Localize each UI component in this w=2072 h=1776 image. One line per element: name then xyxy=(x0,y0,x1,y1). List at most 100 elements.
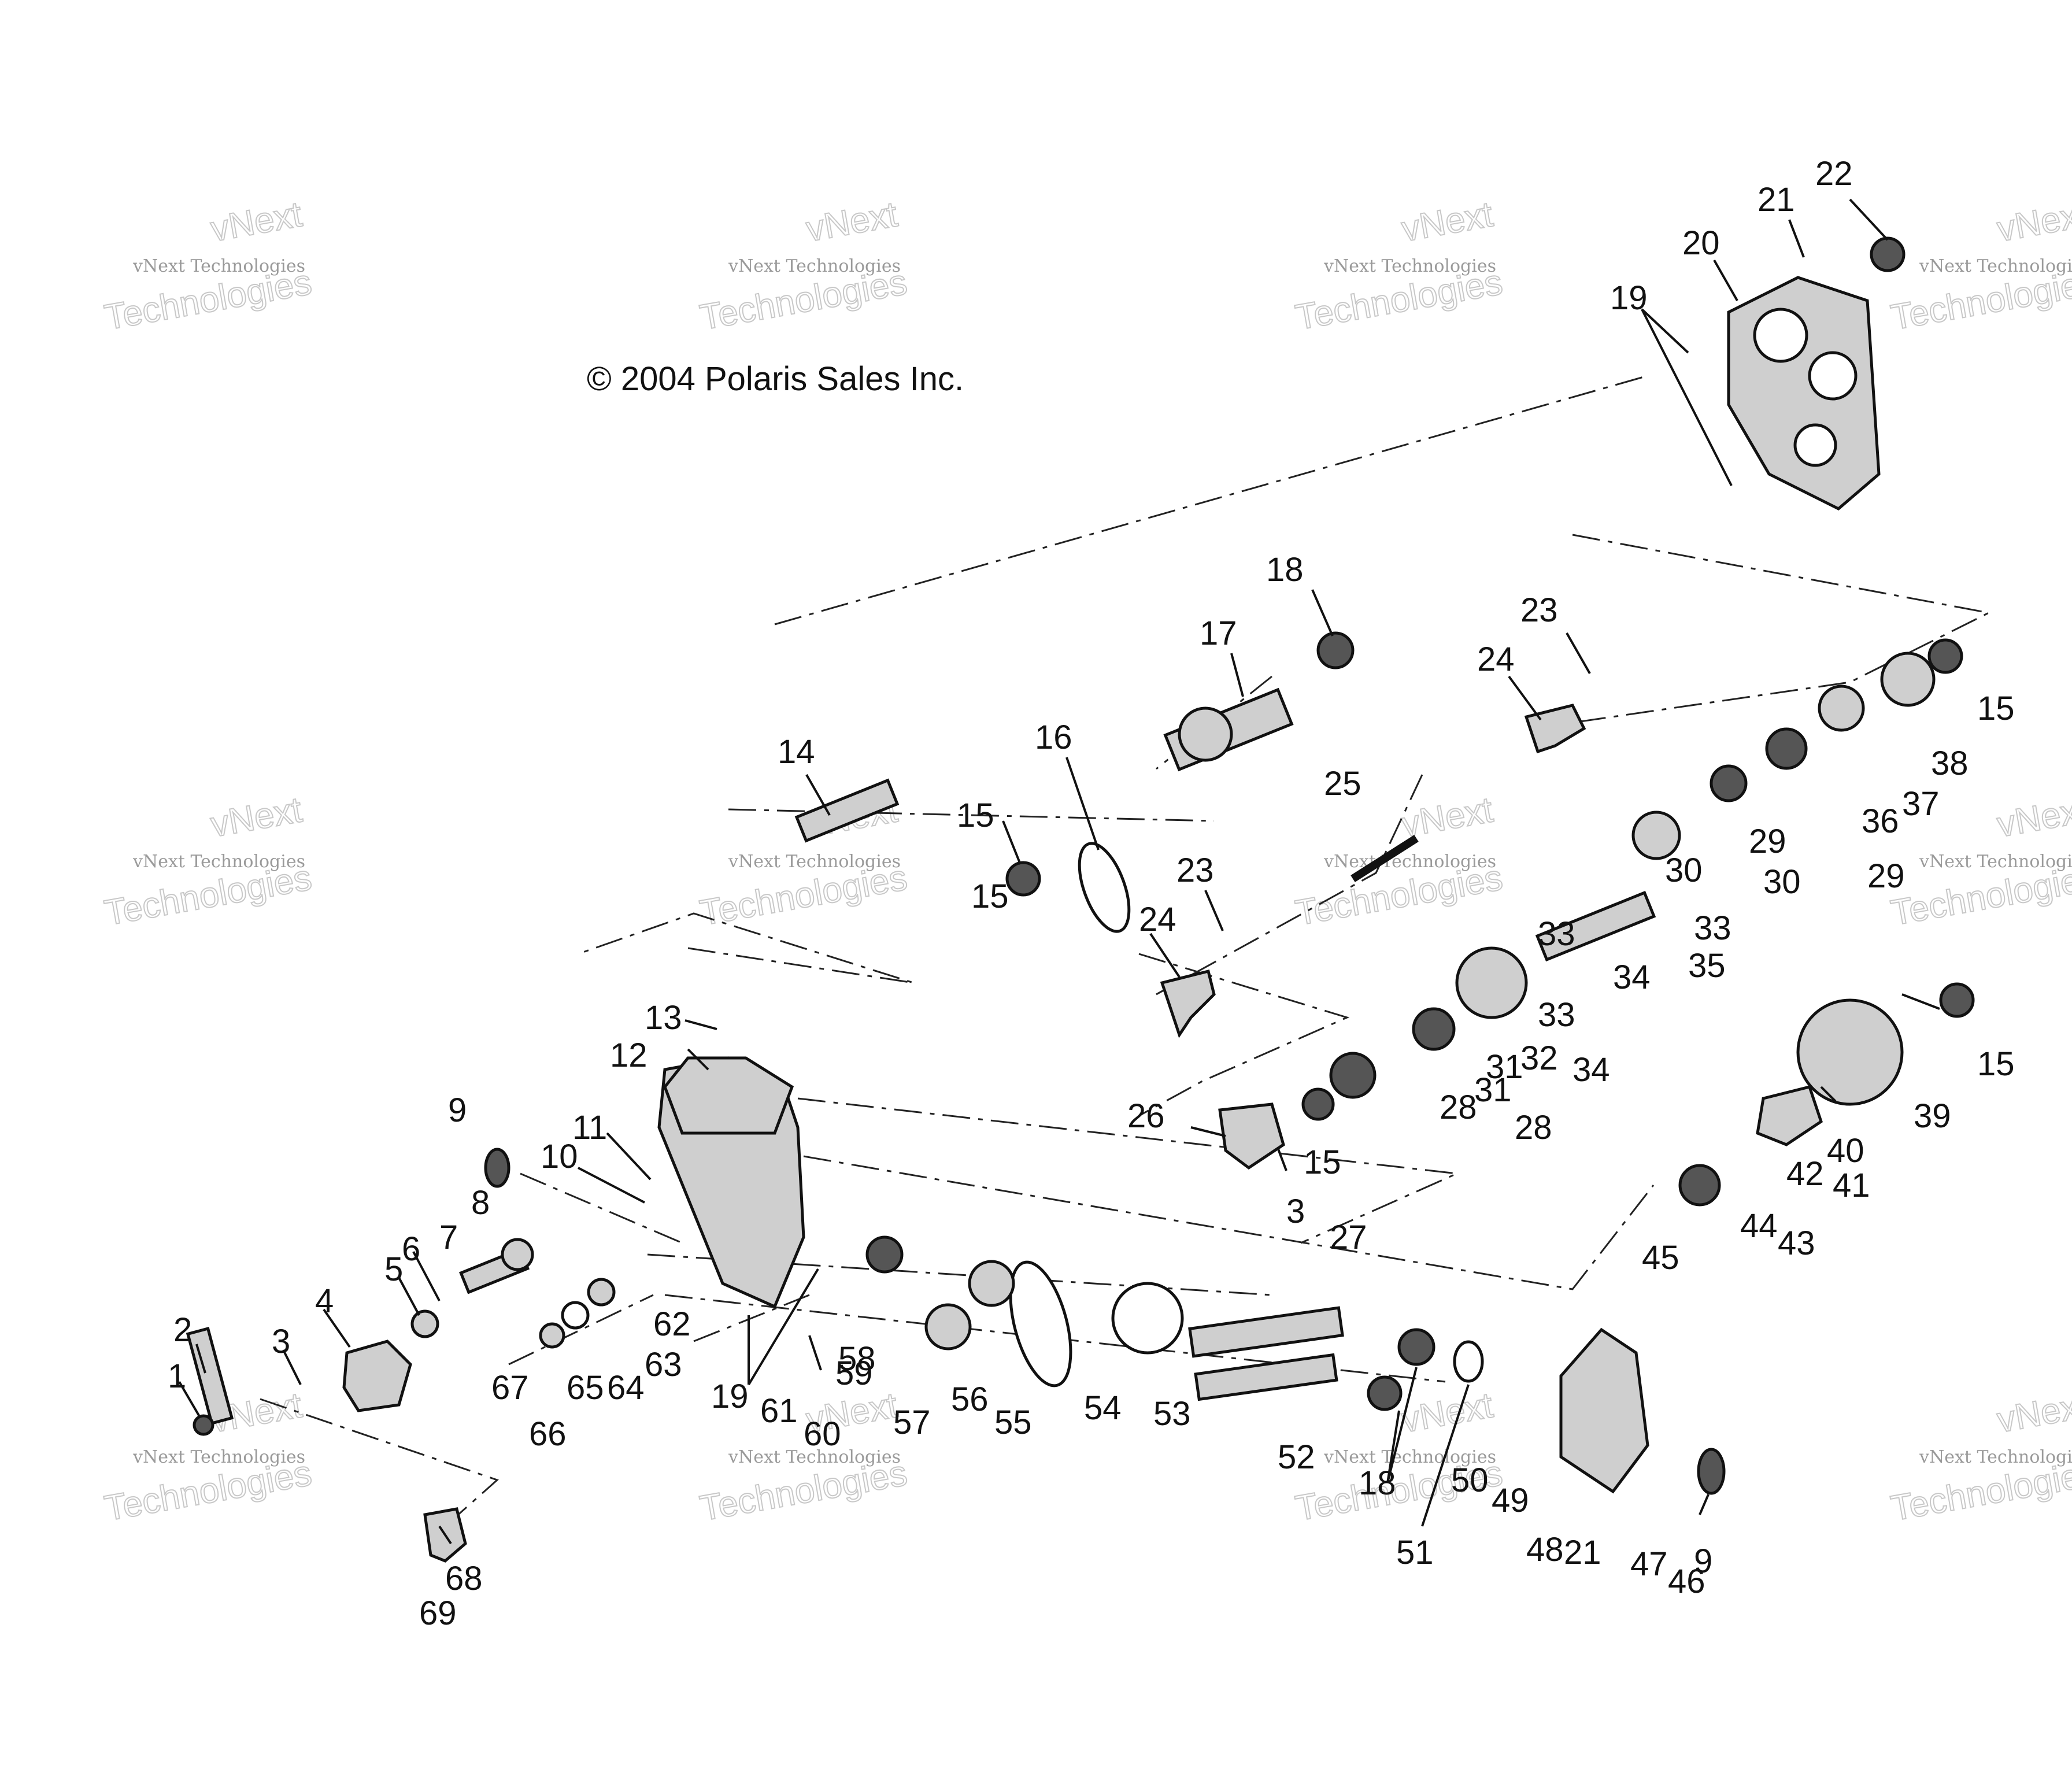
callout-number: 7 xyxy=(439,1219,458,1256)
callout-number: 15 xyxy=(971,878,1009,915)
callout-number: 9 xyxy=(1694,1542,1712,1580)
bearing-18-lower-b xyxy=(1367,1375,1403,1411)
gear-29-mid xyxy=(1710,764,1748,802)
callout-number: 21 xyxy=(1758,181,1795,219)
callout-number: 44 xyxy=(1740,1207,1778,1245)
callout-number: 60 xyxy=(804,1415,841,1453)
callout-number: 63 xyxy=(645,1346,682,1383)
gear-8 xyxy=(501,1238,534,1271)
callout-number: 34 xyxy=(1572,1051,1610,1089)
callout-number: 58 xyxy=(838,1340,876,1378)
callout-number: 12 xyxy=(610,1037,648,1074)
disc-54 xyxy=(1111,1282,1184,1355)
callout-number: 49 xyxy=(1492,1482,1529,1519)
callout-number: 3 xyxy=(1286,1193,1305,1230)
callout-number: 53 xyxy=(1153,1395,1191,1433)
cover-hole-a xyxy=(1753,308,1808,363)
gear-37 xyxy=(1818,684,1865,732)
callout-number: 64 xyxy=(607,1369,645,1407)
bearing-15-left xyxy=(1005,861,1041,897)
gear-65 xyxy=(539,1322,565,1349)
callout-number: 31 xyxy=(1486,1048,1523,1086)
leader-lines xyxy=(178,198,1940,1545)
parts xyxy=(186,236,1975,1563)
cover-hole-c xyxy=(1793,423,1837,467)
watermark-caption: vNext Technologies xyxy=(1919,852,2072,872)
callout-number: 43 xyxy=(1778,1224,1815,1262)
callout-number: 35 xyxy=(1688,947,1726,985)
callout-number: 18 xyxy=(1266,551,1304,589)
fork-24-top xyxy=(1524,704,1586,754)
callout-number: 17 xyxy=(1200,615,1237,652)
callout-number: 20 xyxy=(1682,224,1720,262)
callout-number: 32 xyxy=(1520,1039,1558,1077)
shaft-34 xyxy=(1535,890,1656,962)
watermark-caption: vNext Technologies xyxy=(728,256,901,276)
callout-number: 23 xyxy=(1176,852,1214,889)
gear-29-lower xyxy=(1412,1007,1456,1051)
callout-number: 59 xyxy=(835,1355,873,1392)
callout-number: 31 xyxy=(1474,1071,1512,1109)
bearing-15-lower xyxy=(1301,1087,1335,1121)
callout-number: 51 xyxy=(1396,1534,1434,1571)
watermark-caption: vNext Technologies xyxy=(1323,256,1496,276)
watermark-caption: vNext Technologies xyxy=(728,852,901,872)
seal-9-left xyxy=(484,1148,510,1188)
callout-number: 33 xyxy=(1538,996,1575,1034)
watermark-brand: vNext xyxy=(1398,1385,1496,1440)
bearing-15-upper xyxy=(1927,638,1963,674)
callout-number: 33 xyxy=(1538,915,1575,953)
callout-number: 15 xyxy=(957,797,994,834)
callout-number: 36 xyxy=(1862,802,1899,840)
rod-25 xyxy=(1350,835,1419,882)
callout-number: 6 xyxy=(402,1230,420,1268)
callout-number: 30 xyxy=(1763,863,1801,901)
gear-56 xyxy=(968,1260,1015,1307)
callout-number: 62 xyxy=(653,1305,691,1343)
assembly-lines xyxy=(260,375,1992,1527)
callout-number: 69 xyxy=(419,1594,457,1632)
watermark-brand: vNext xyxy=(208,790,305,845)
watermark-caption: vNext Technologies xyxy=(132,1447,305,1467)
watermark-brand: vNext xyxy=(1994,194,2072,249)
callout-number: 25 xyxy=(1324,765,1361,802)
watermark-caption: vNext Technologies xyxy=(132,852,305,872)
callout-number: 55 xyxy=(994,1404,1032,1441)
watermark-caption: vNext Technologies xyxy=(1919,1447,2072,1467)
gear-57 xyxy=(924,1303,972,1350)
callout-number: 15 xyxy=(1977,1045,2015,1083)
watermark-brand: vNext xyxy=(1994,790,2072,845)
watermark-brand: vNext xyxy=(803,194,900,249)
callout-number: 46 xyxy=(1668,1563,1705,1600)
callout-number: 15 xyxy=(1977,690,2015,727)
ring-64 xyxy=(561,1301,590,1330)
chain-55 xyxy=(1009,1260,1072,1388)
cover-hole-b xyxy=(1808,351,1858,401)
callout-number: 9 xyxy=(448,1092,467,1129)
callout-number: 27 xyxy=(1330,1219,1367,1256)
callout-number: 24 xyxy=(1477,641,1515,678)
callout-number: 54 xyxy=(1084,1389,1122,1427)
callout-number: 24 xyxy=(1139,901,1176,938)
callout-number: 50 xyxy=(1451,1462,1489,1499)
gear-63 xyxy=(587,1278,616,1307)
gear-32 xyxy=(1455,946,1528,1019)
chain-16 xyxy=(1078,842,1131,933)
callout-number: 40 xyxy=(1827,1132,1864,1170)
callout-number: 56 xyxy=(951,1381,989,1418)
callout-number: 13 xyxy=(645,999,682,1037)
copyright-notice: © 2004 Polaris Sales Inc. xyxy=(587,360,964,398)
gear-44 xyxy=(1678,1164,1721,1207)
callout-number: 5 xyxy=(384,1250,403,1288)
callout-number: 39 xyxy=(1914,1097,1951,1135)
gear-35 xyxy=(1631,811,1681,860)
main-case-top xyxy=(663,1056,794,1135)
watermark-caption: vNext Technologies xyxy=(132,256,305,276)
